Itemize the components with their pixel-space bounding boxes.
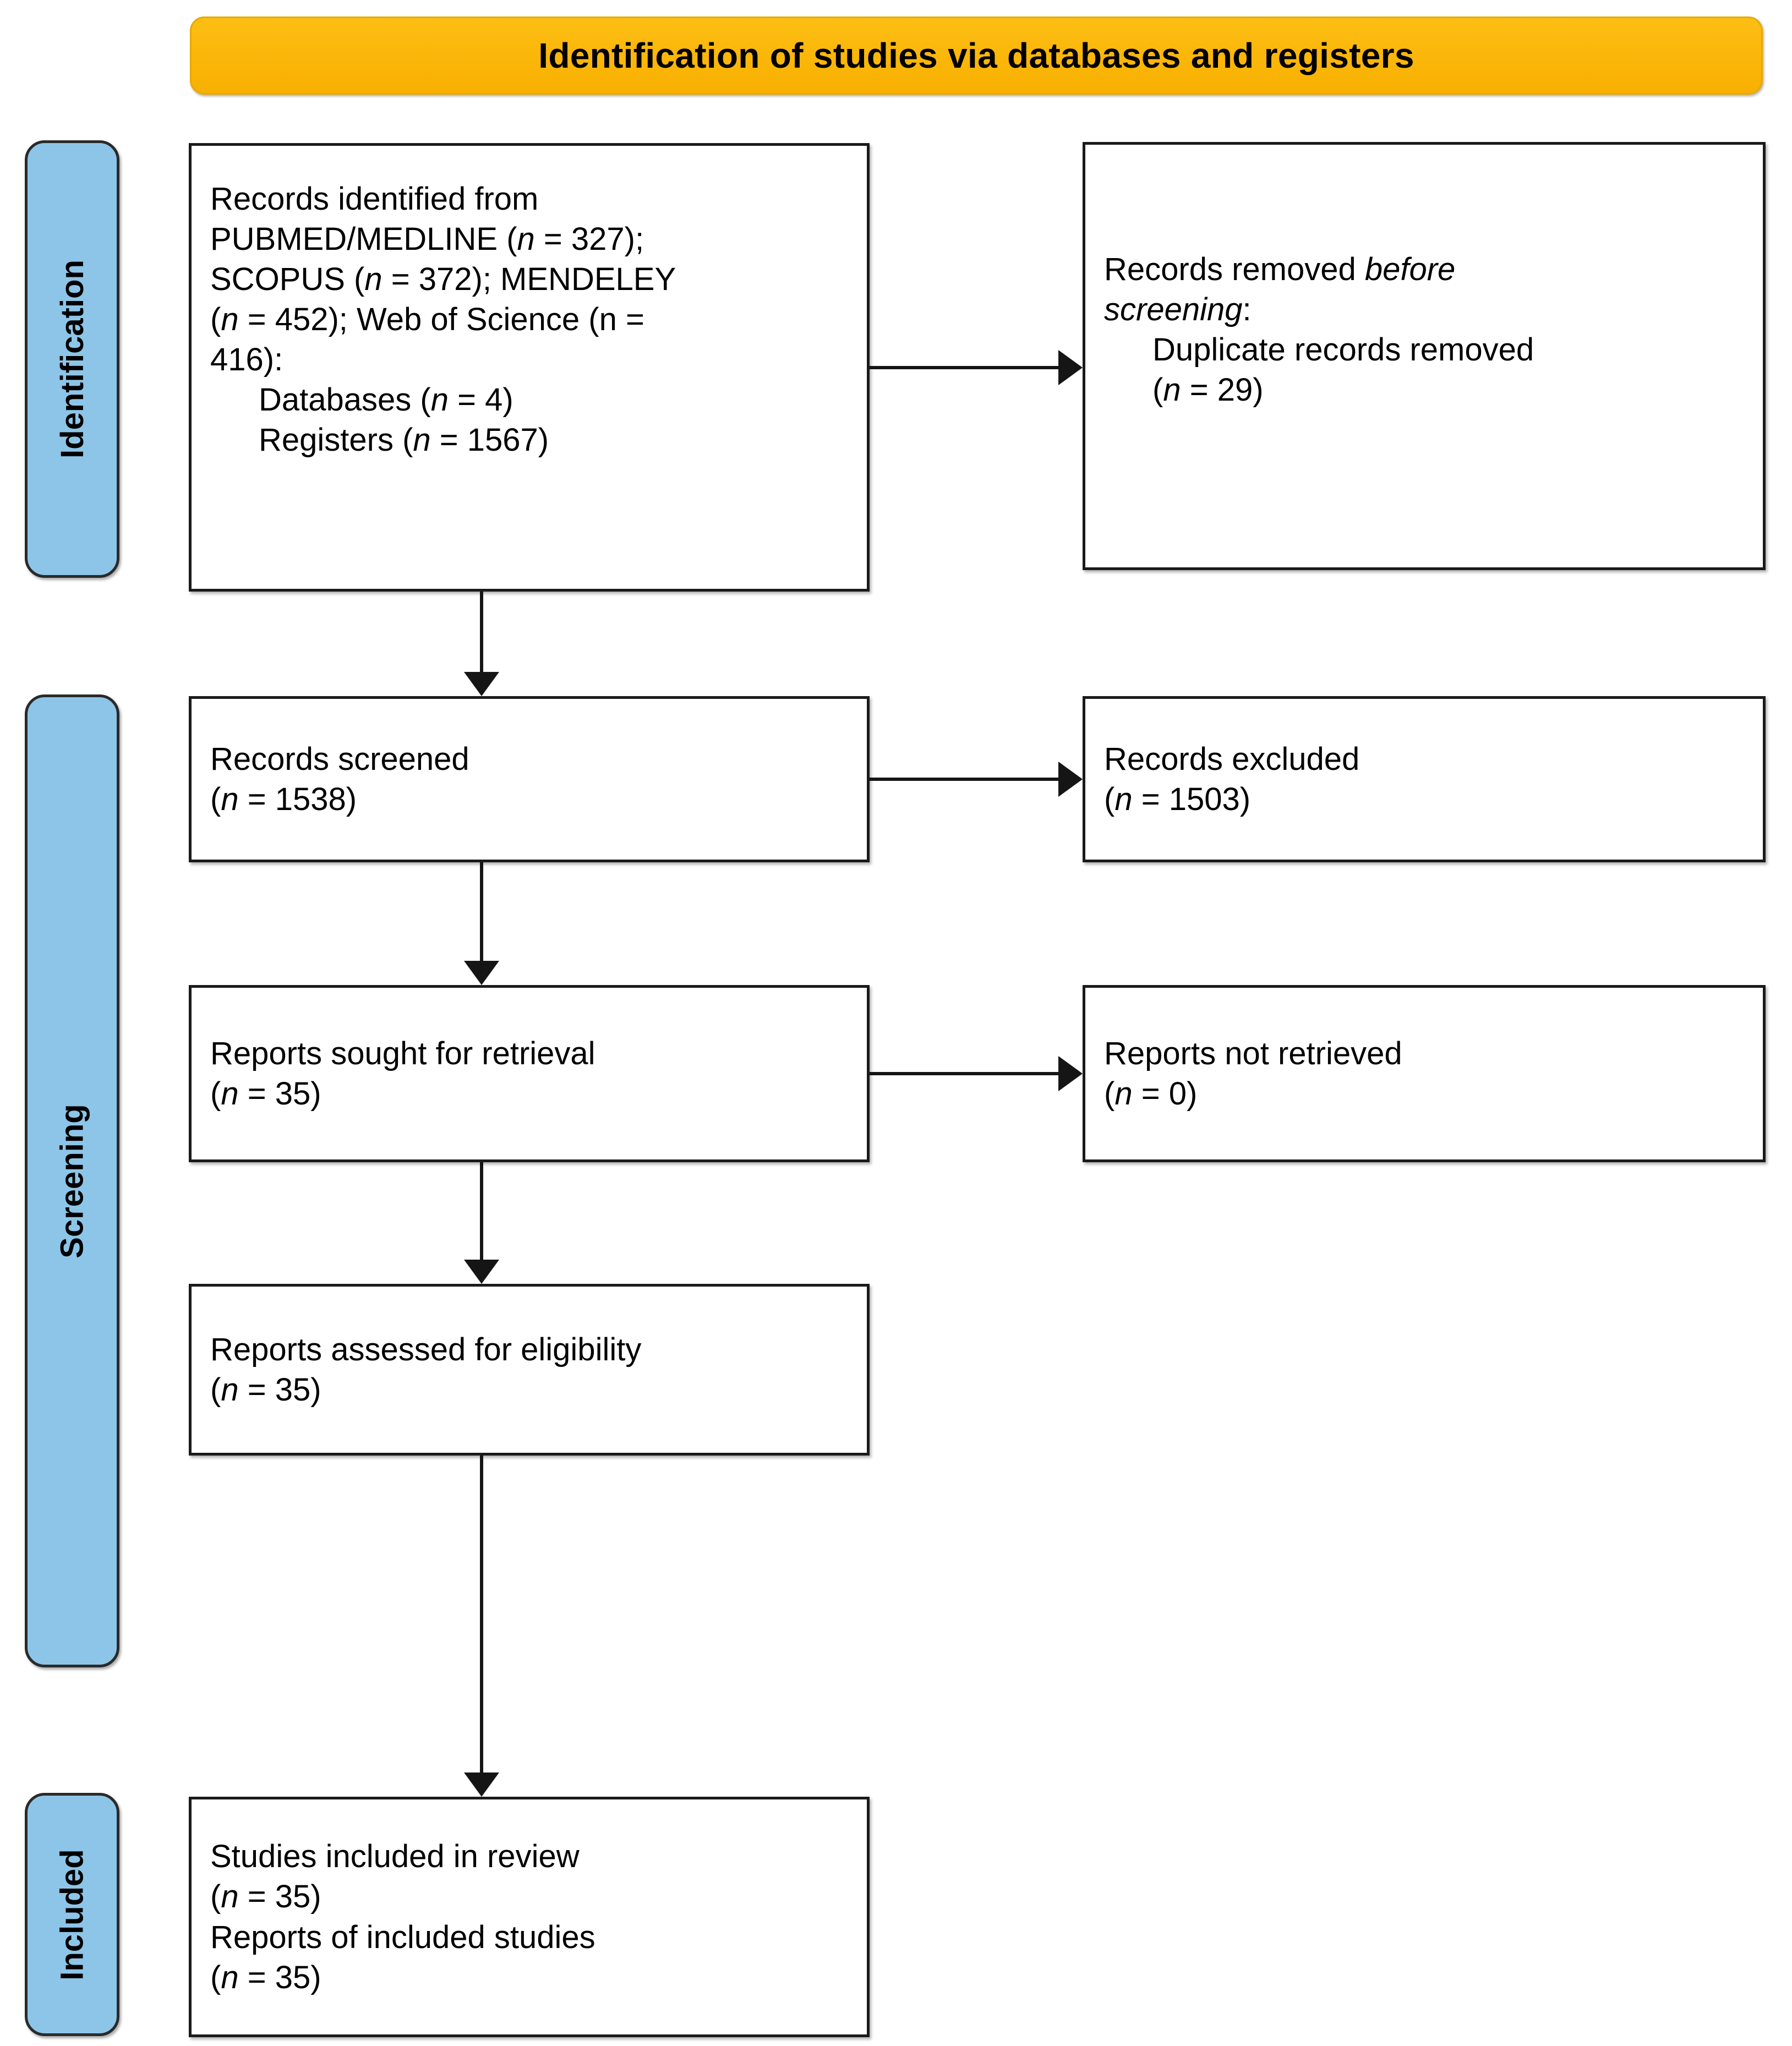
box-records-removed: Records removed before screening: Duplic… — [1083, 142, 1766, 570]
reports-not-retrieved-label: Reports not retrieved — [1104, 1035, 1402, 1071]
records-identified-line-3: SCOPUS (n = 372); MENDELEY — [210, 261, 676, 298]
reports-included-count: (n = 35) — [210, 1959, 321, 1995]
box-studies-included: Studies included in review (n = 35) Repo… — [189, 1797, 870, 2037]
records-identified-line-1: Records identified from — [210, 181, 539, 217]
records-removed-duplicates: Duplicate records removed — [1152, 332, 1534, 368]
records-identified-line-5: 416): — [210, 342, 283, 378]
box-reports-not-retrieved: Reports not retrieved (n = 0) — [1083, 985, 1766, 1162]
reports-included-label: Reports of included studies — [210, 1919, 595, 1955]
stage-bar-identification: Identification — [25, 140, 119, 578]
stage-label-included: Included — [54, 1848, 90, 1981]
records-excluded-count: (n = 1503) — [1104, 781, 1251, 817]
reports-assessed-label: Reports assessed for eligibility — [210, 1331, 642, 1367]
stage-bar-included: Included — [25, 1793, 119, 2036]
reports-sought-label: Reports sought for retrieval — [210, 1035, 595, 1071]
records-identified-registers: Registers (n = 1567) — [259, 422, 549, 458]
reports-sought-count: (n = 35) — [210, 1076, 321, 1112]
diagram-header-banner: Identification of studies via databases … — [190, 17, 1763, 95]
records-removed-line-1: Records removed before — [1104, 251, 1456, 287]
box-records-excluded: Records excluded (n = 1503) — [1083, 696, 1766, 862]
stage-label-screening: Screening — [54, 1103, 90, 1259]
records-identified-databases: Databases (n = 4) — [259, 382, 513, 418]
box-records-identified: Records identified from PUBMED/MEDLINE (… — [189, 143, 870, 592]
diagram-title: Identification of studies via databases … — [538, 36, 1414, 75]
studies-included-count: (n = 35) — [210, 1879, 321, 1915]
box-records-screened: Records screened (n = 1538) — [189, 696, 870, 862]
records-screened-label: Records screened — [210, 741, 469, 777]
reports-assessed-count: (n = 35) — [210, 1372, 321, 1408]
records-screened-count: (n = 1538) — [210, 781, 357, 817]
records-identified-line-4: (n = 452); Web of Science (n = — [210, 302, 644, 338]
records-excluded-label: Records excluded — [1104, 741, 1360, 777]
records-identified-line-2: PUBMED/MEDLINE (n = 327); — [210, 221, 644, 258]
studies-included-label: Studies included in review — [210, 1839, 580, 1875]
records-removed-line-2: screening: — [1104, 292, 1252, 328]
reports-not-retrieved-count: (n = 0) — [1104, 1076, 1198, 1112]
stage-bar-screening: Screening — [25, 694, 119, 1667]
records-removed-duplicates-count: (n = 29) — [1152, 372, 1264, 408]
box-reports-assessed-eligibility: Reports assessed for eligibility (n = 35… — [189, 1284, 870, 1456]
stage-label-identification: Identification — [54, 260, 90, 458]
box-reports-sought: Reports sought for retrieval (n = 35) — [189, 985, 870, 1162]
